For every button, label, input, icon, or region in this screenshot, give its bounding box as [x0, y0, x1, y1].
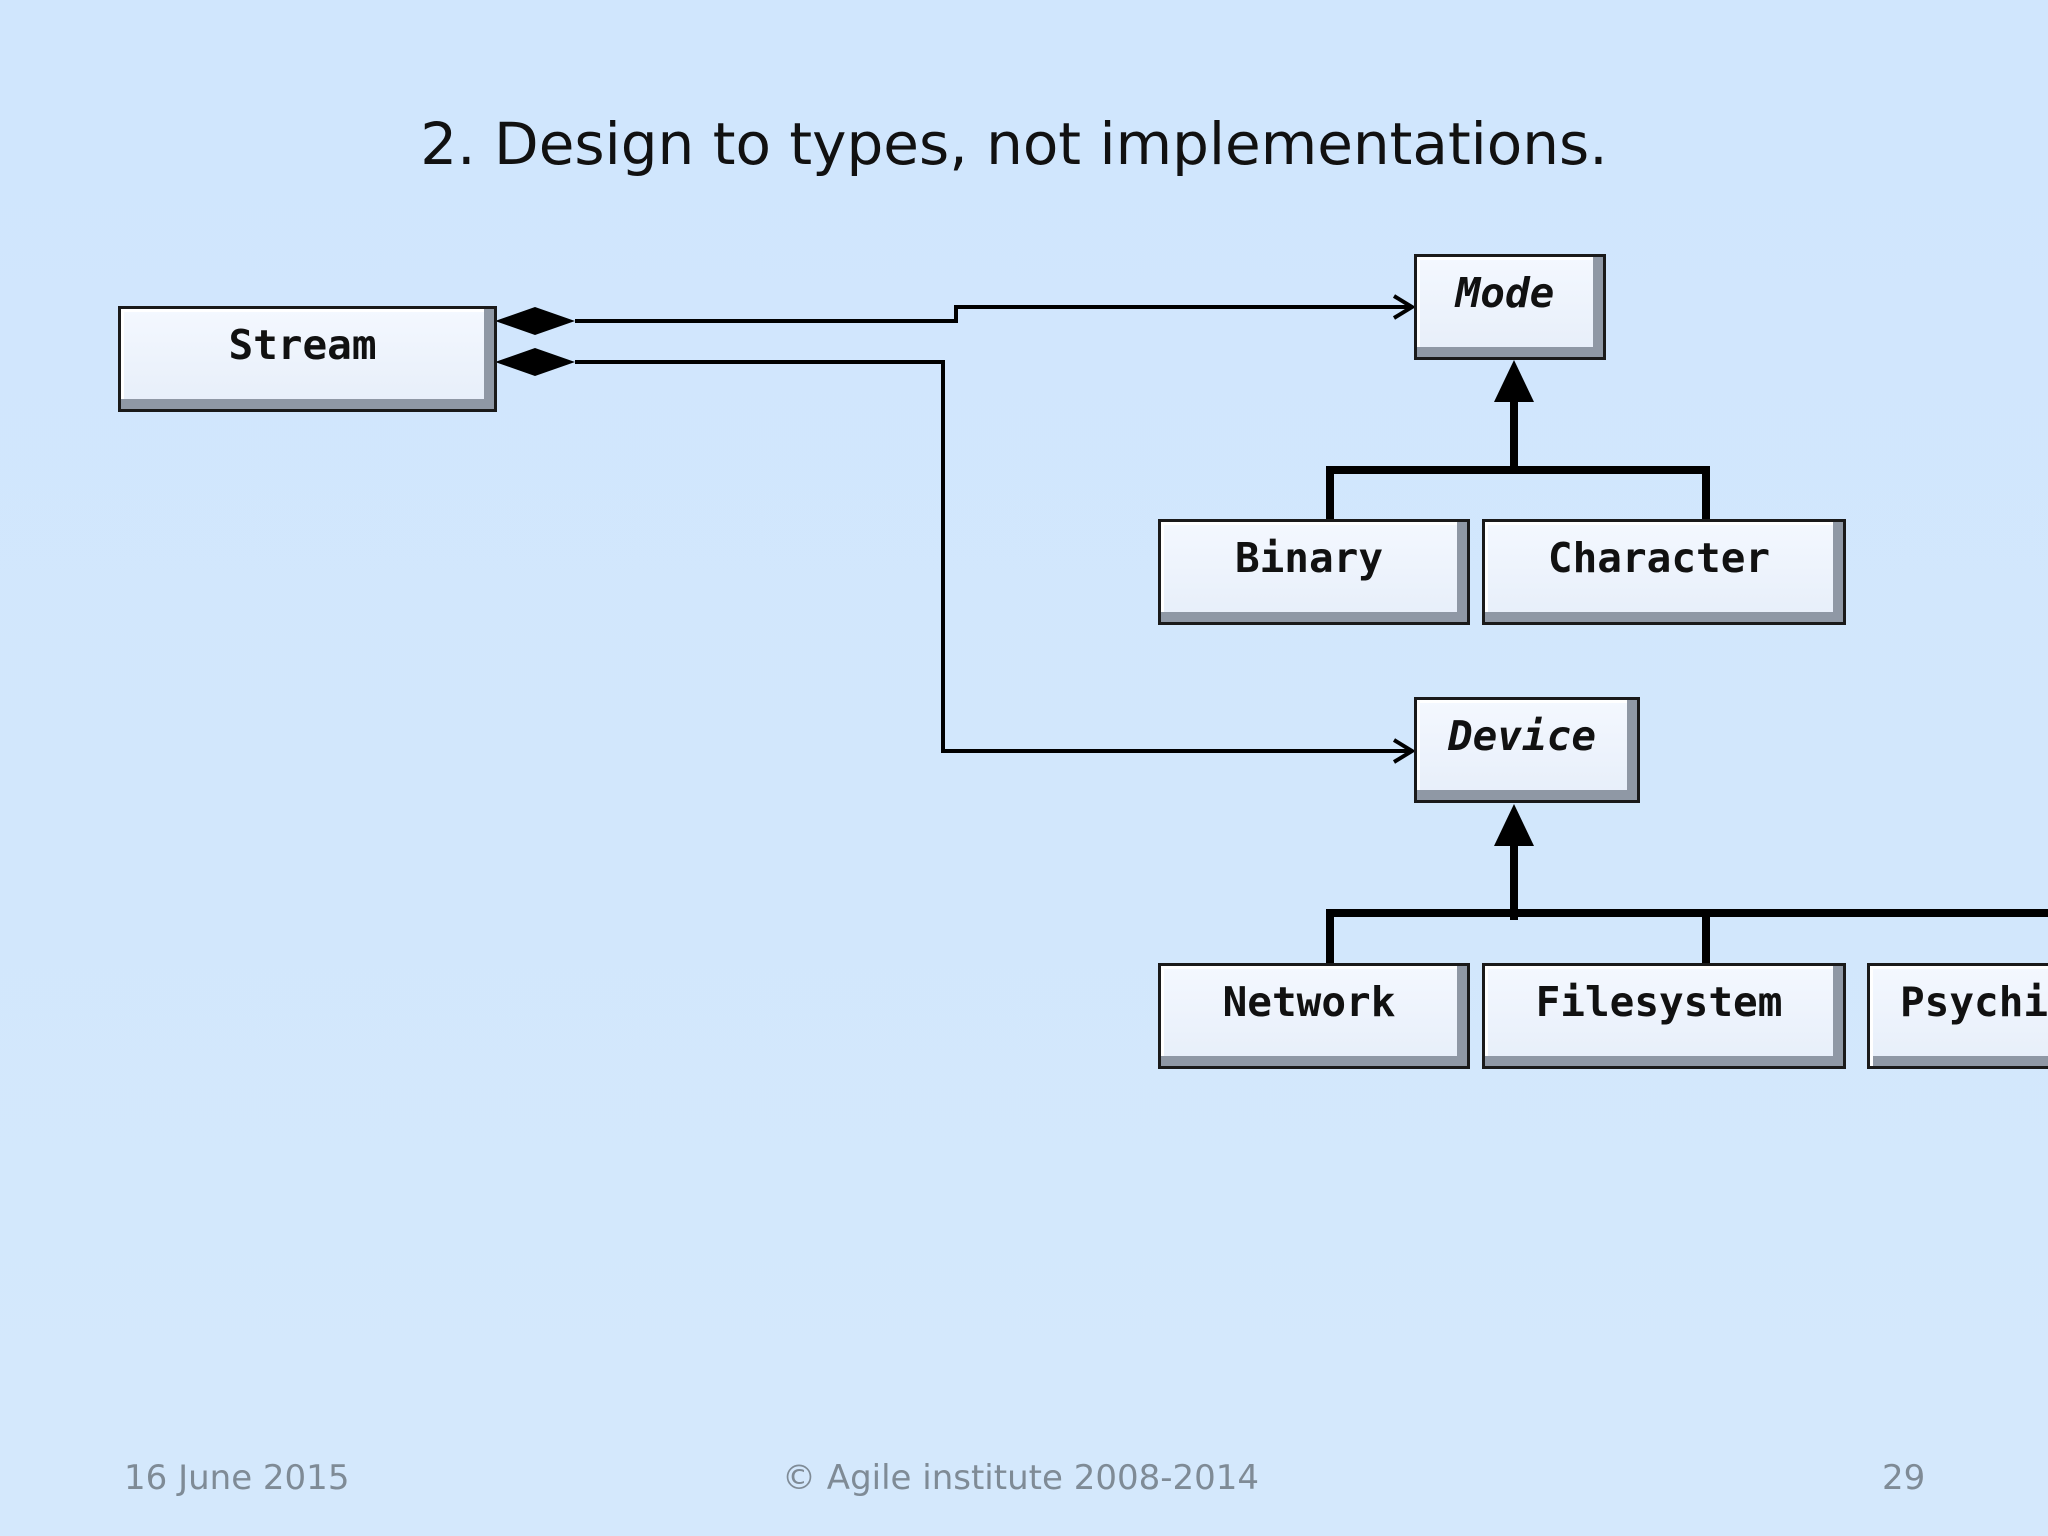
inheritance-arrowhead-device: [1494, 804, 1534, 846]
class-box-mode: Mode: [1414, 254, 1606, 360]
inheritance-arrowhead-mode: [1494, 360, 1534, 402]
footer-date: 16 June 2015: [124, 1458, 350, 1498]
composition-diamond-mode: [495, 307, 575, 335]
association-line-stream-device: [575, 360, 1412, 753]
footer-page-number: 29: [1882, 1458, 1926, 1498]
association-line-stream-mode: [575, 305, 1412, 323]
slide-title: 2. Design to types, not implementations.: [420, 110, 1608, 178]
open-arrowhead-device: [1392, 738, 1416, 764]
open-arrowhead-mode: [1392, 294, 1416, 320]
class-box-stream: Stream: [118, 306, 497, 412]
class-box-character: Character: [1482, 519, 1846, 625]
footer-copyright: © Agile institute 2008-2014: [782, 1458, 1260, 1498]
class-box-filesystem: Filesystem: [1482, 963, 1846, 1069]
class-box-binary: Binary: [1158, 519, 1470, 625]
composition-diamond-device: [495, 348, 575, 376]
class-box-device: Device: [1414, 697, 1640, 803]
class-box-network: Network: [1158, 963, 1470, 1069]
class-box-psychic: Psychi: [1867, 963, 2048, 1069]
